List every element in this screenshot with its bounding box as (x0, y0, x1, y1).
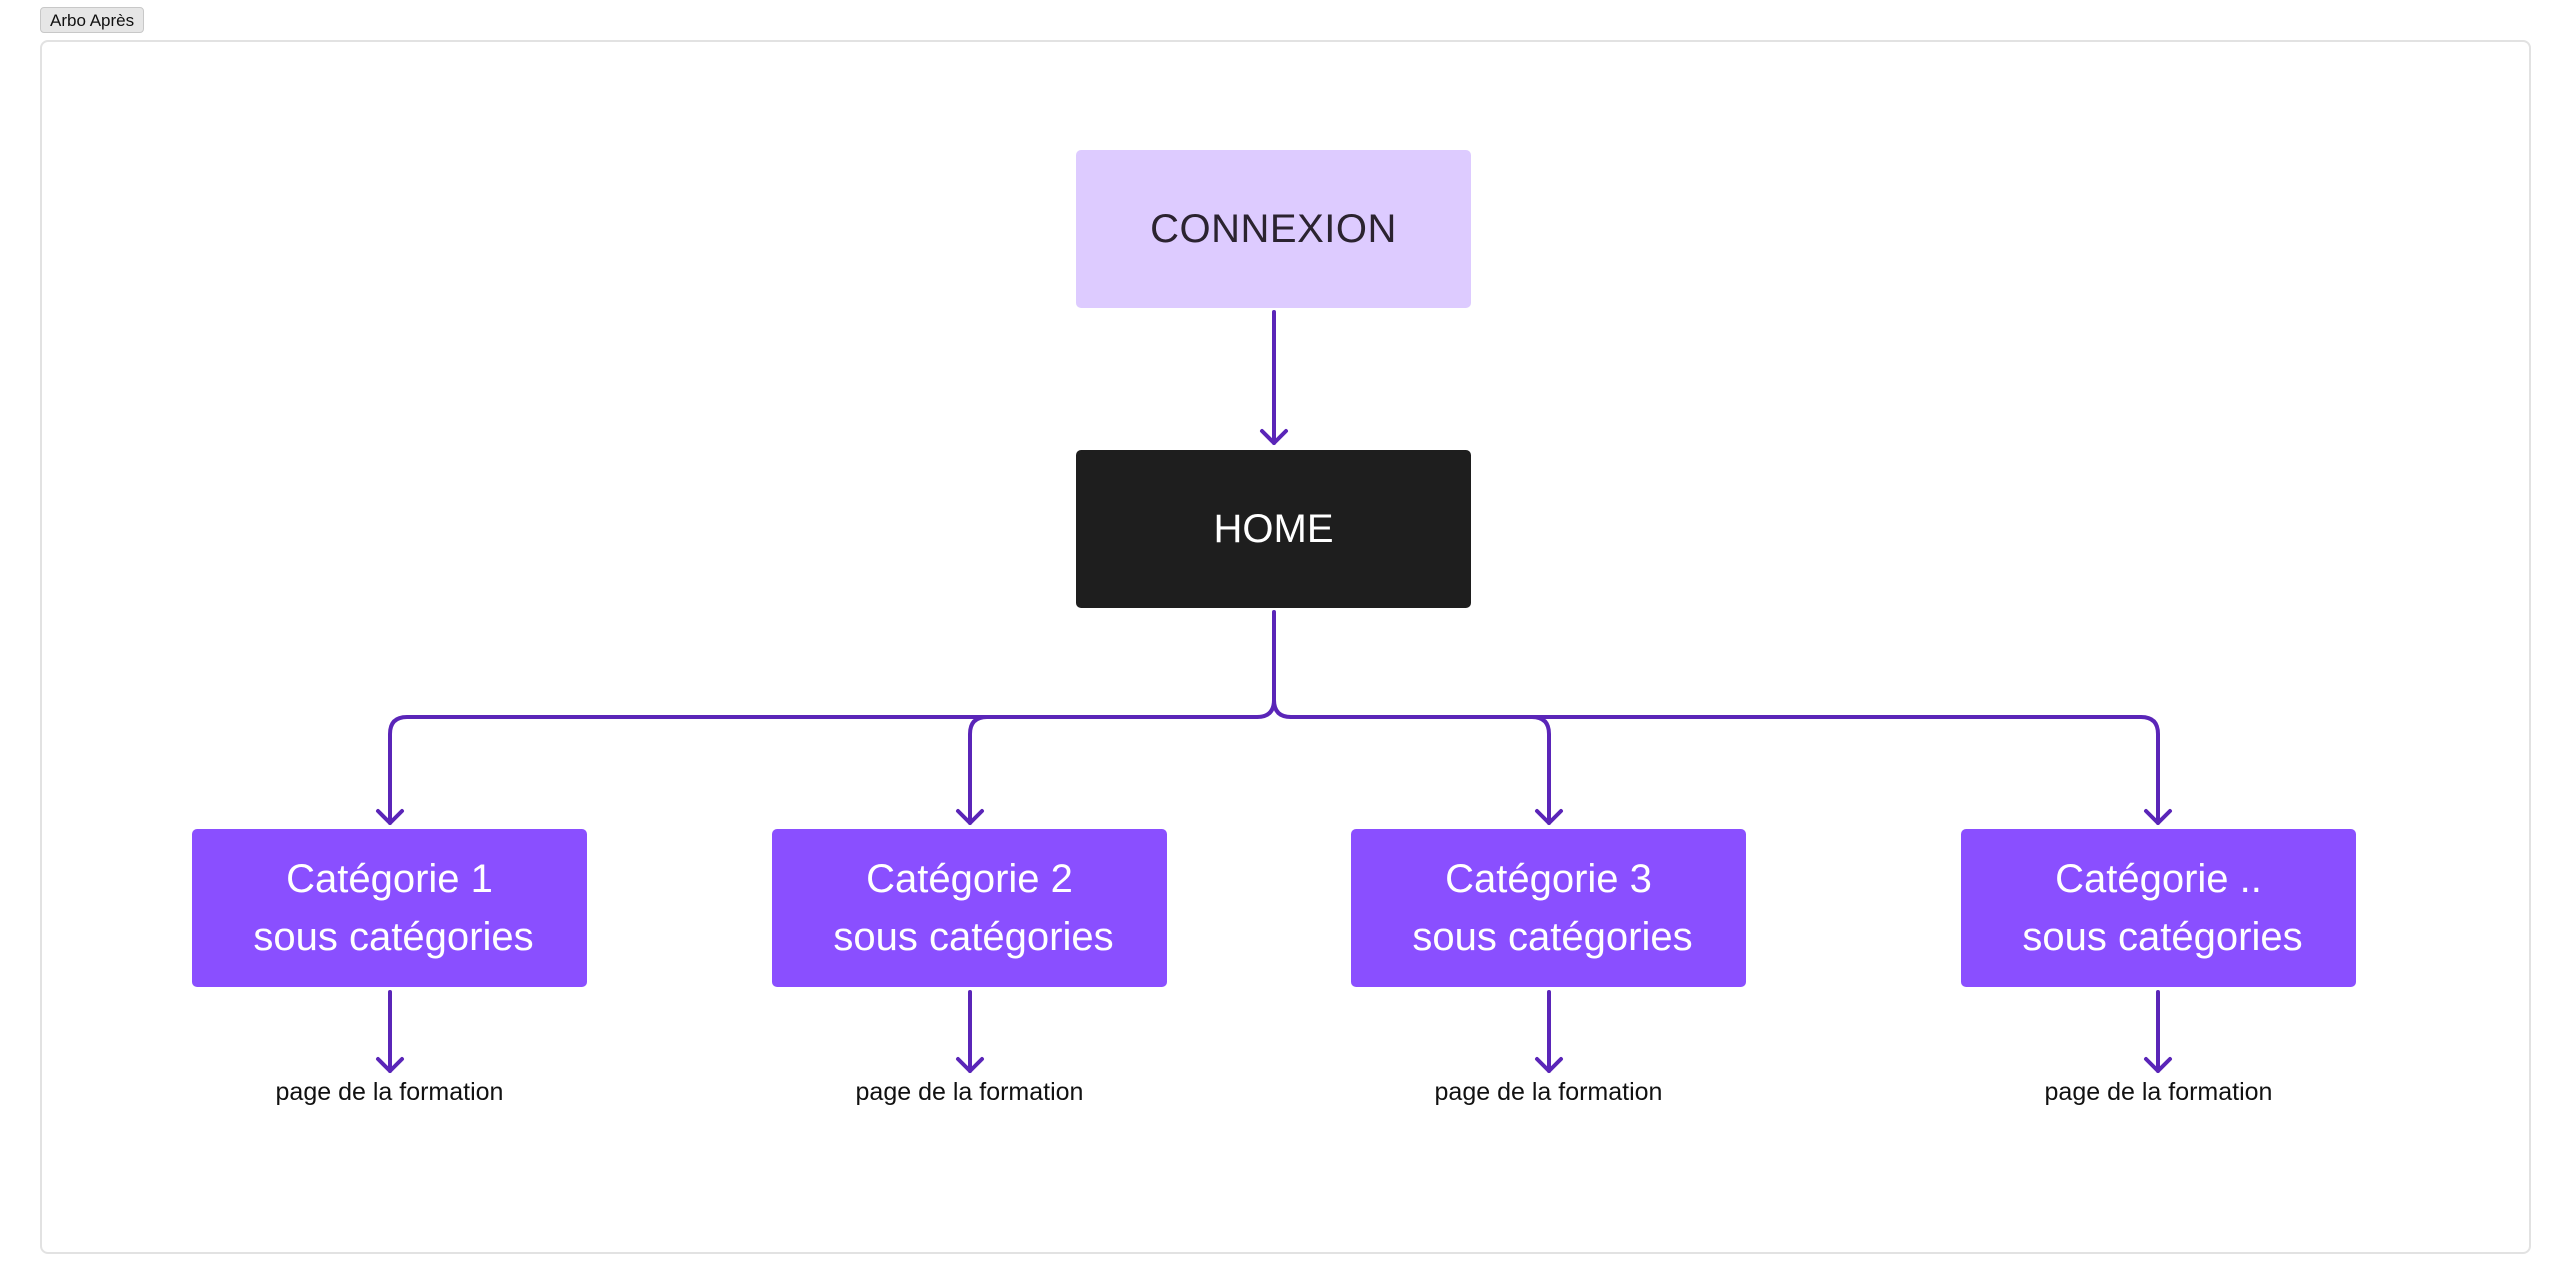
node-connexion-label: CONNEXION (1150, 206, 1397, 251)
category-title: Catégorie 2 (866, 857, 1073, 901)
leaf-page-formation-1: page de la formation (275, 1078, 504, 1106)
node-category-2: Catégorie 2 sous catégories (772, 829, 1167, 987)
category-subtitle: sous catégories (2022, 915, 2303, 959)
leaf-page-formation-4: page de la formation (2044, 1078, 2273, 1106)
leaf-page-formation-3: page de la formation (1434, 1078, 1663, 1106)
leaf-page-formation-2: page de la formation (855, 1078, 1084, 1106)
frame-label[interactable]: Arbo Après (40, 7, 145, 33)
category-subtitle: sous catégories (1412, 915, 1693, 959)
node-home: HOME (1076, 450, 1471, 608)
category-title: Catégorie .. (2055, 857, 2262, 901)
node-home-label: HOME (1213, 506, 1334, 551)
category-subtitle: sous catégories (253, 915, 534, 959)
node-category-1: Catégorie 1 sous catégories (192, 829, 587, 987)
node-category-4: Catégorie .. sous catégories (1961, 829, 2356, 987)
category-title: Catégorie 3 (1445, 857, 1652, 901)
category-title: Catégorie 1 (286, 857, 493, 901)
node-category-3: Catégorie 3 sous catégories (1351, 829, 1746, 987)
node-connexion: CONNEXION (1076, 150, 1471, 308)
category-subtitle: sous catégories (833, 915, 1114, 959)
